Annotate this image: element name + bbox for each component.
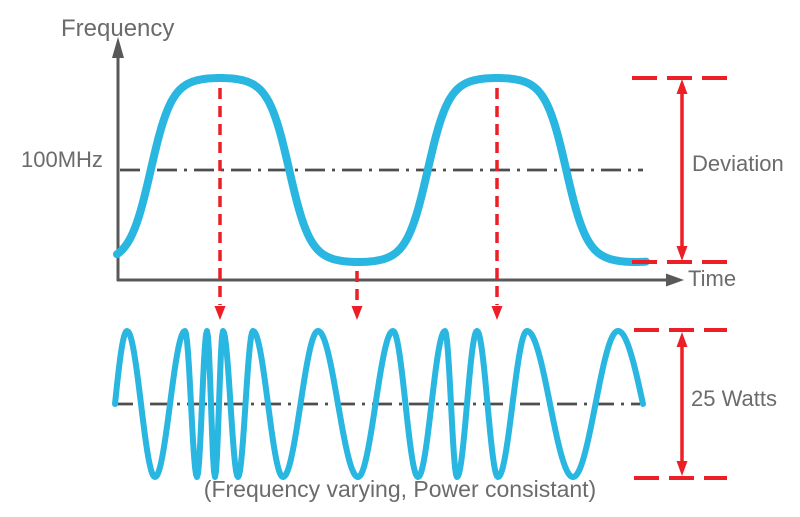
modulating-wave	[113, 74, 650, 266]
deviation-arrow-down-icon	[676, 246, 688, 261]
carrier-wave	[112, 328, 646, 480]
caption: (Frequency varying, Power consistant)	[203, 476, 597, 502]
frequency-axis-arrowhead-icon	[112, 37, 124, 58]
power-label: 25 Watts	[691, 386, 777, 411]
alignment-arrow-head-icon	[351, 306, 363, 320]
deviation-arrow-up-icon	[676, 79, 688, 94]
frequency-axis-label: Frequency	[61, 15, 175, 42]
center-frequency-label: 100MHz	[21, 147, 103, 172]
deviation-bracket	[632, 76, 729, 264]
deviation-label: Deviation	[692, 151, 784, 176]
power-bracket	[634, 328, 727, 480]
alignment-arrows	[214, 88, 503, 320]
time-axis-arrowhead-icon	[666, 273, 684, 287]
power-arrow-up-icon	[676, 332, 688, 347]
alignment-arrow-head-icon	[214, 306, 226, 320]
alignment-arrow-head-icon	[491, 306, 503, 320]
power-arrow-down-icon	[676, 461, 688, 476]
time-axis-label: Time	[688, 266, 737, 291]
